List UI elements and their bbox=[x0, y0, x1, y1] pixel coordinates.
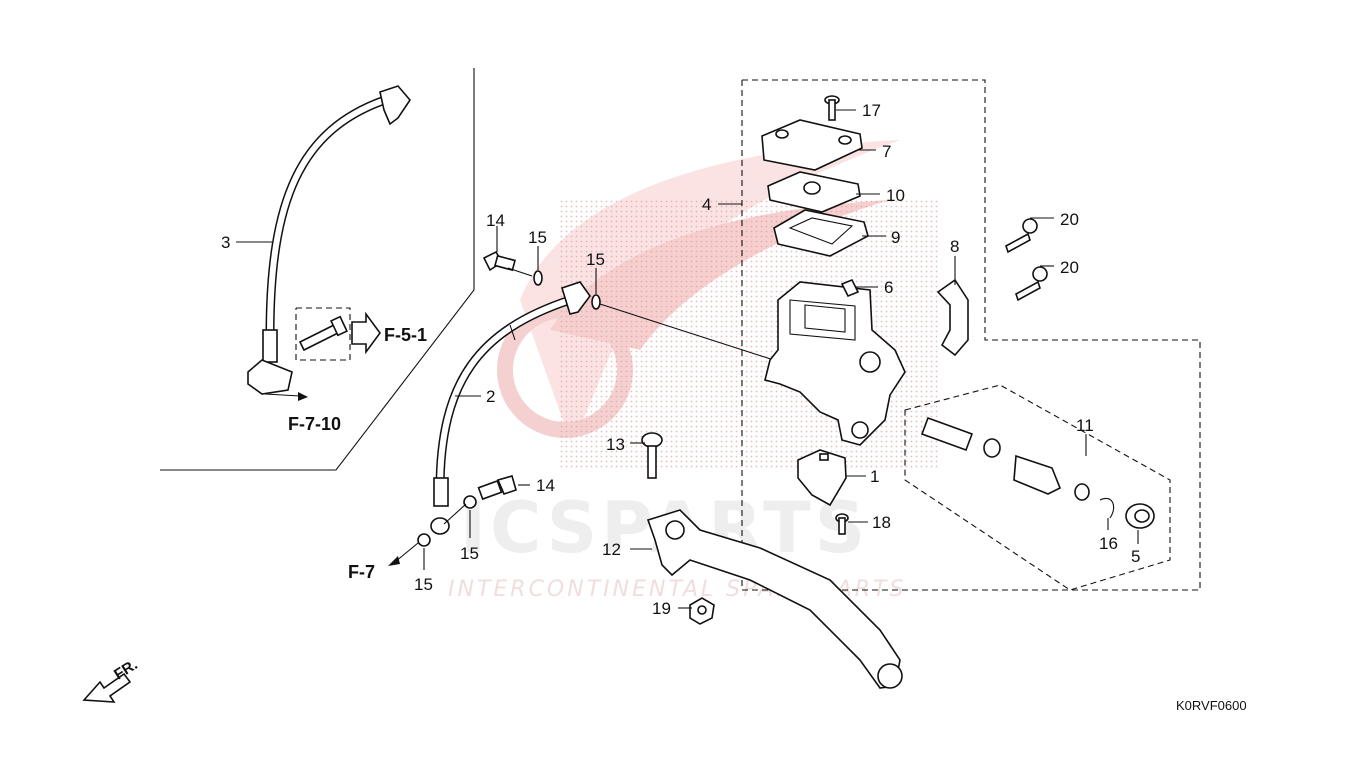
clip-6 bbox=[840, 278, 860, 298]
callout-5: 5 bbox=[1131, 547, 1140, 566]
callout-14-bottom: 14 bbox=[536, 476, 555, 495]
callout-18: 18 bbox=[872, 513, 891, 532]
brake-hose-upper bbox=[247, 85, 412, 401]
sealing-washers bbox=[388, 267, 781, 566]
callout-6: 6 bbox=[884, 278, 893, 297]
callout-8: 8 bbox=[950, 237, 959, 256]
callout-4: 4 bbox=[702, 195, 711, 214]
reservoir-cap bbox=[761, 119, 863, 171]
master-cylinder-body bbox=[764, 281, 906, 446]
hose-bolt bbox=[298, 315, 348, 352]
front-direction-arrow: FR. bbox=[82, 656, 141, 703]
callout-2: 2 bbox=[486, 387, 495, 406]
banjo-bolt-upper bbox=[482, 250, 516, 272]
screw-18 bbox=[835, 513, 849, 535]
callout-11: 11 bbox=[1076, 416, 1094, 435]
boot-5 bbox=[1125, 503, 1155, 529]
callout-16: 16 bbox=[1099, 534, 1118, 553]
banjo-bolt-lower bbox=[477, 475, 517, 501]
reference-label-f-5-1: F-5-1 bbox=[384, 325, 427, 345]
piston-set bbox=[920, 416, 1090, 501]
callout-15-top-left: 15 bbox=[528, 228, 547, 247]
callout-17: 17 bbox=[862, 101, 881, 120]
assembly-outline bbox=[741, 79, 1201, 591]
leader-lines bbox=[236, 109, 1139, 609]
callout-15-top-right: 15 bbox=[586, 250, 605, 269]
screw-17 bbox=[824, 95, 840, 121]
callout-20-top: 20 bbox=[1060, 210, 1079, 229]
diaphragm-plate bbox=[767, 171, 861, 213]
callout-19: 19 bbox=[652, 599, 671, 618]
nut-19 bbox=[689, 597, 715, 625]
callout-7: 7 bbox=[882, 142, 891, 161]
reference-label-f-7: F-7 bbox=[348, 562, 375, 582]
callout-20-bottom: 20 bbox=[1060, 258, 1079, 277]
brake-switch-1 bbox=[797, 449, 847, 507]
holder-8 bbox=[936, 278, 969, 357]
reference-label-f-7-10: F-7-10 bbox=[288, 414, 341, 434]
callout-15-bottom-right: 15 bbox=[460, 544, 479, 563]
diagram-code: K0RVF0600 bbox=[1176, 698, 1247, 713]
pivot-bolt-13 bbox=[641, 432, 663, 479]
bolts-20 bbox=[1005, 218, 1048, 302]
callout-14-top: 14 bbox=[486, 211, 505, 230]
callout-13: 13 bbox=[606, 435, 625, 454]
callout-9: 9 bbox=[891, 228, 900, 247]
callout-3: 3 bbox=[221, 233, 230, 252]
brake-hose-lower bbox=[430, 281, 591, 535]
callout-10: 10 bbox=[886, 186, 905, 205]
reference-f-5-1: F-5-1 bbox=[295, 307, 427, 361]
brake-lever bbox=[646, 509, 903, 689]
callout-1: 1 bbox=[870, 467, 879, 486]
callout-15-bottom-left: 15 bbox=[414, 575, 433, 594]
callouts: 3 2 4 17 7 10 9 6 8 20 20 11 1 18 16 5 1… bbox=[221, 101, 1140, 618]
circlip-16 bbox=[1099, 498, 1115, 519]
callout-12: 12 bbox=[602, 540, 621, 559]
section-divider bbox=[160, 68, 475, 471]
